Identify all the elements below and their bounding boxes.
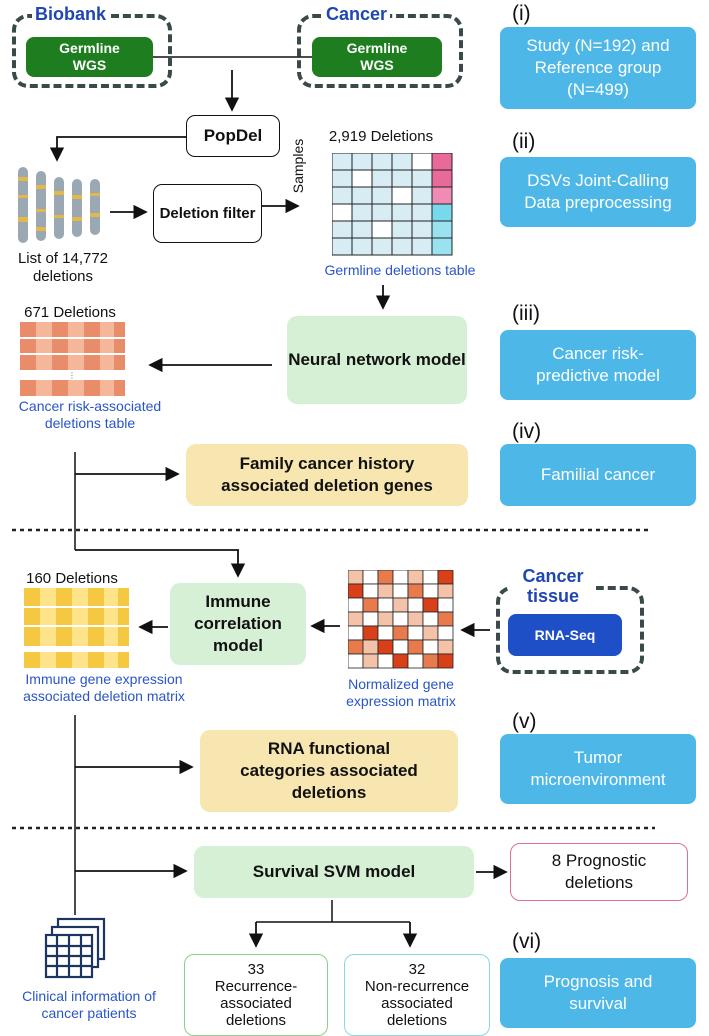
deletion-filter-box: Deletion filter <box>153 184 262 243</box>
neural-network-box: Neural network model <box>287 316 467 404</box>
recurrence-box: 33 Recurrence-associated deletions <box>184 954 328 1036</box>
biobank-germline-wgs: Germline WGS <box>26 37 153 77</box>
immune-matrix-caption: Immune gene expression associated deleti… <box>23 671 185 704</box>
immune-deletion-matrix-icon <box>24 588 129 668</box>
family-history-box: Family cancer history associated deletio… <box>186 444 468 506</box>
recurrence-label: Recurrence-associated deletions <box>214 978 298 1029</box>
germline-table-count: 2,919 Deletions <box>328 128 434 145</box>
risk-table-caption: Cancer risk-associated deletions table <box>18 398 162 431</box>
cancer-title: Cancer <box>323 4 391 25</box>
non-recurrence-box: 32 Non-recurrence associated deletions <box>344 954 490 1036</box>
cancer-germline-wgs: Germline WGS <box>312 37 442 77</box>
clinical-table-icon <box>44 917 106 979</box>
prognostic-deletions-box: 8 Prognostic deletions <box>510 843 688 901</box>
germline-table-caption: Germline deletions table <box>324 262 476 278</box>
step-iv-box: Familial cancer <box>500 444 696 506</box>
rna-functional-box: RNA functional categories associated del… <box>200 730 458 812</box>
step-i-numeral: (i) <box>512 2 531 25</box>
step-v-numeral: (v) <box>512 710 537 733</box>
step-ii-box: DSVs Joint-Calling Data preprocessing <box>500 157 696 227</box>
rna-seq-button: RNA-Seq <box>508 614 622 656</box>
step-vi-numeral: (vi) <box>512 930 542 953</box>
immune-correlation-box: Immune correlation model <box>170 583 306 665</box>
deletion-list-label: List of 14,772 deletions <box>17 250 109 285</box>
germline-table-axis: Samples <box>290 138 306 194</box>
biobank-title: Biobank <box>32 4 110 25</box>
step-vi-box: Prognosis and survival <box>500 958 696 1028</box>
step-iii-box: Cancer risk-predictive model <box>500 330 696 400</box>
non-recurrence-count: 32 <box>408 961 426 978</box>
non-recurrence-label: Non-recurrence associated deletions <box>364 978 470 1029</box>
popdel-box: PopDel <box>186 115 280 157</box>
risk-associated-table-icon: ⋮ <box>20 322 125 396</box>
chromosome-icon <box>18 167 100 243</box>
survival-svm-box: Survival SVM model <box>194 846 474 898</box>
svg-text:⋮: ⋮ <box>68 371 76 380</box>
step-v-box: Tumor microenvironment <box>500 734 696 804</box>
immune-matrix-count: 160 Deletions <box>26 570 118 587</box>
normalized-matrix-caption: Normalized gene expression matrix <box>346 676 456 709</box>
step-ii-numeral: (ii) <box>512 130 536 153</box>
step-iv-numeral: (iv) <box>512 420 542 443</box>
clinical-caption: Clinical information of cancer patients <box>22 988 156 1021</box>
recurrence-count: 33 <box>247 961 265 978</box>
step-i-box: Study (N=192) and Reference group (N=499… <box>500 27 696 109</box>
normalized-expression-heatmap <box>348 570 454 669</box>
cancer-tissue-title: Cancer tissue <box>510 566 596 606</box>
step-iii-numeral: (iii) <box>512 302 540 325</box>
risk-table-count: 671 Deletions <box>24 304 116 321</box>
germline-deletions-grid <box>332 153 453 256</box>
